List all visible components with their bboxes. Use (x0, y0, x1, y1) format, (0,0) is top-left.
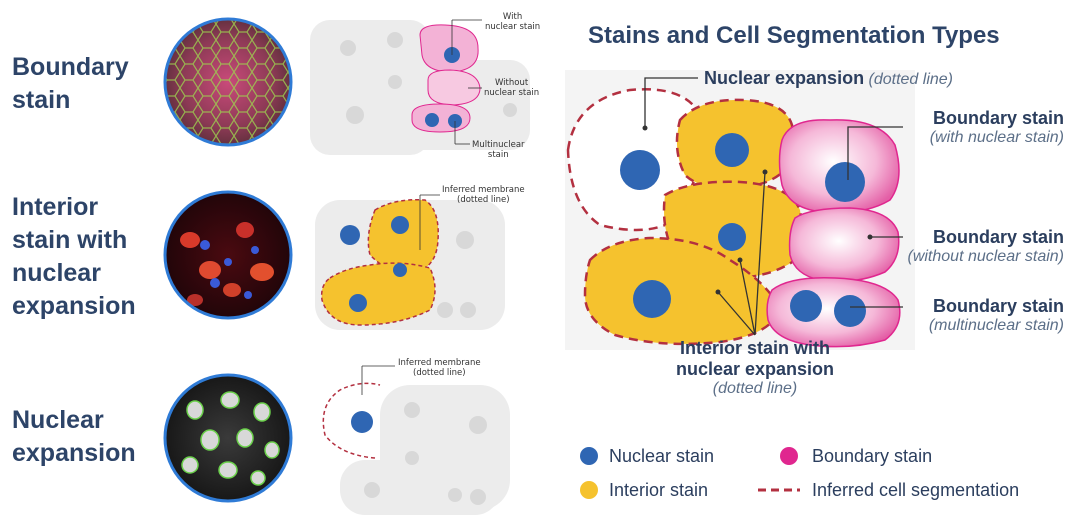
legend-inferred-segmentation: Inferred cell segmentation (812, 480, 1020, 500)
label-boundary-without: Boundary stain (without nuclear stain) (907, 227, 1064, 265)
legend-nuclear-stain: Nuclear stain (609, 446, 715, 466)
legend-interior-stain: Interior stain (609, 480, 709, 500)
small-diagram-interior (315, 194, 505, 330)
legend-interior-dot (580, 481, 598, 499)
diagram-title: Stains and Cell Segmentation Types (588, 22, 1000, 49)
small-diagram-boundary (310, 19, 530, 155)
label-multinuclear-stain: Multinuclear stain (472, 140, 525, 160)
label-boundary-multi: Boundary stain (multinuclear stain) (928, 296, 1064, 334)
legend-nuclear-dot (580, 447, 598, 465)
label-boundary-with: Boundary stain (with nuclear stain) (929, 108, 1064, 146)
boundary-stain-image (163, 17, 293, 147)
label-with-nuclear-stain: With nuclear stain (485, 12, 541, 32)
row-label-interior-stain: Interior stain with nuclear expansion (12, 193, 136, 320)
legend-boundary-dot (780, 447, 798, 465)
interior-stain-image (163, 190, 293, 320)
legend-markers (580, 447, 800, 499)
small-diagram-nuclear (322, 365, 510, 515)
nuclear-expansion-image (163, 373, 293, 503)
label-interior-inferred-membrane: Inferred membrane (dotted line) (442, 185, 525, 205)
label-interior-stain: Interior stain with nuclear expansion (d… (675, 338, 835, 397)
label-without-nuclear-stain: Without nuclear stain (484, 78, 540, 98)
row-label-boundary-stain: Boundary stain (12, 53, 129, 114)
legend-boundary-stain: Boundary stain (812, 446, 933, 466)
label-nuclear-expansion: Nuclear expansion (dotted line) (704, 68, 954, 88)
main-diagram (565, 70, 915, 350)
label-nuclear-inferred-membrane: Inferred membrane (dotted line) (398, 358, 481, 378)
row-label-nuclear-expansion: Nuclear expansion (12, 406, 136, 467)
